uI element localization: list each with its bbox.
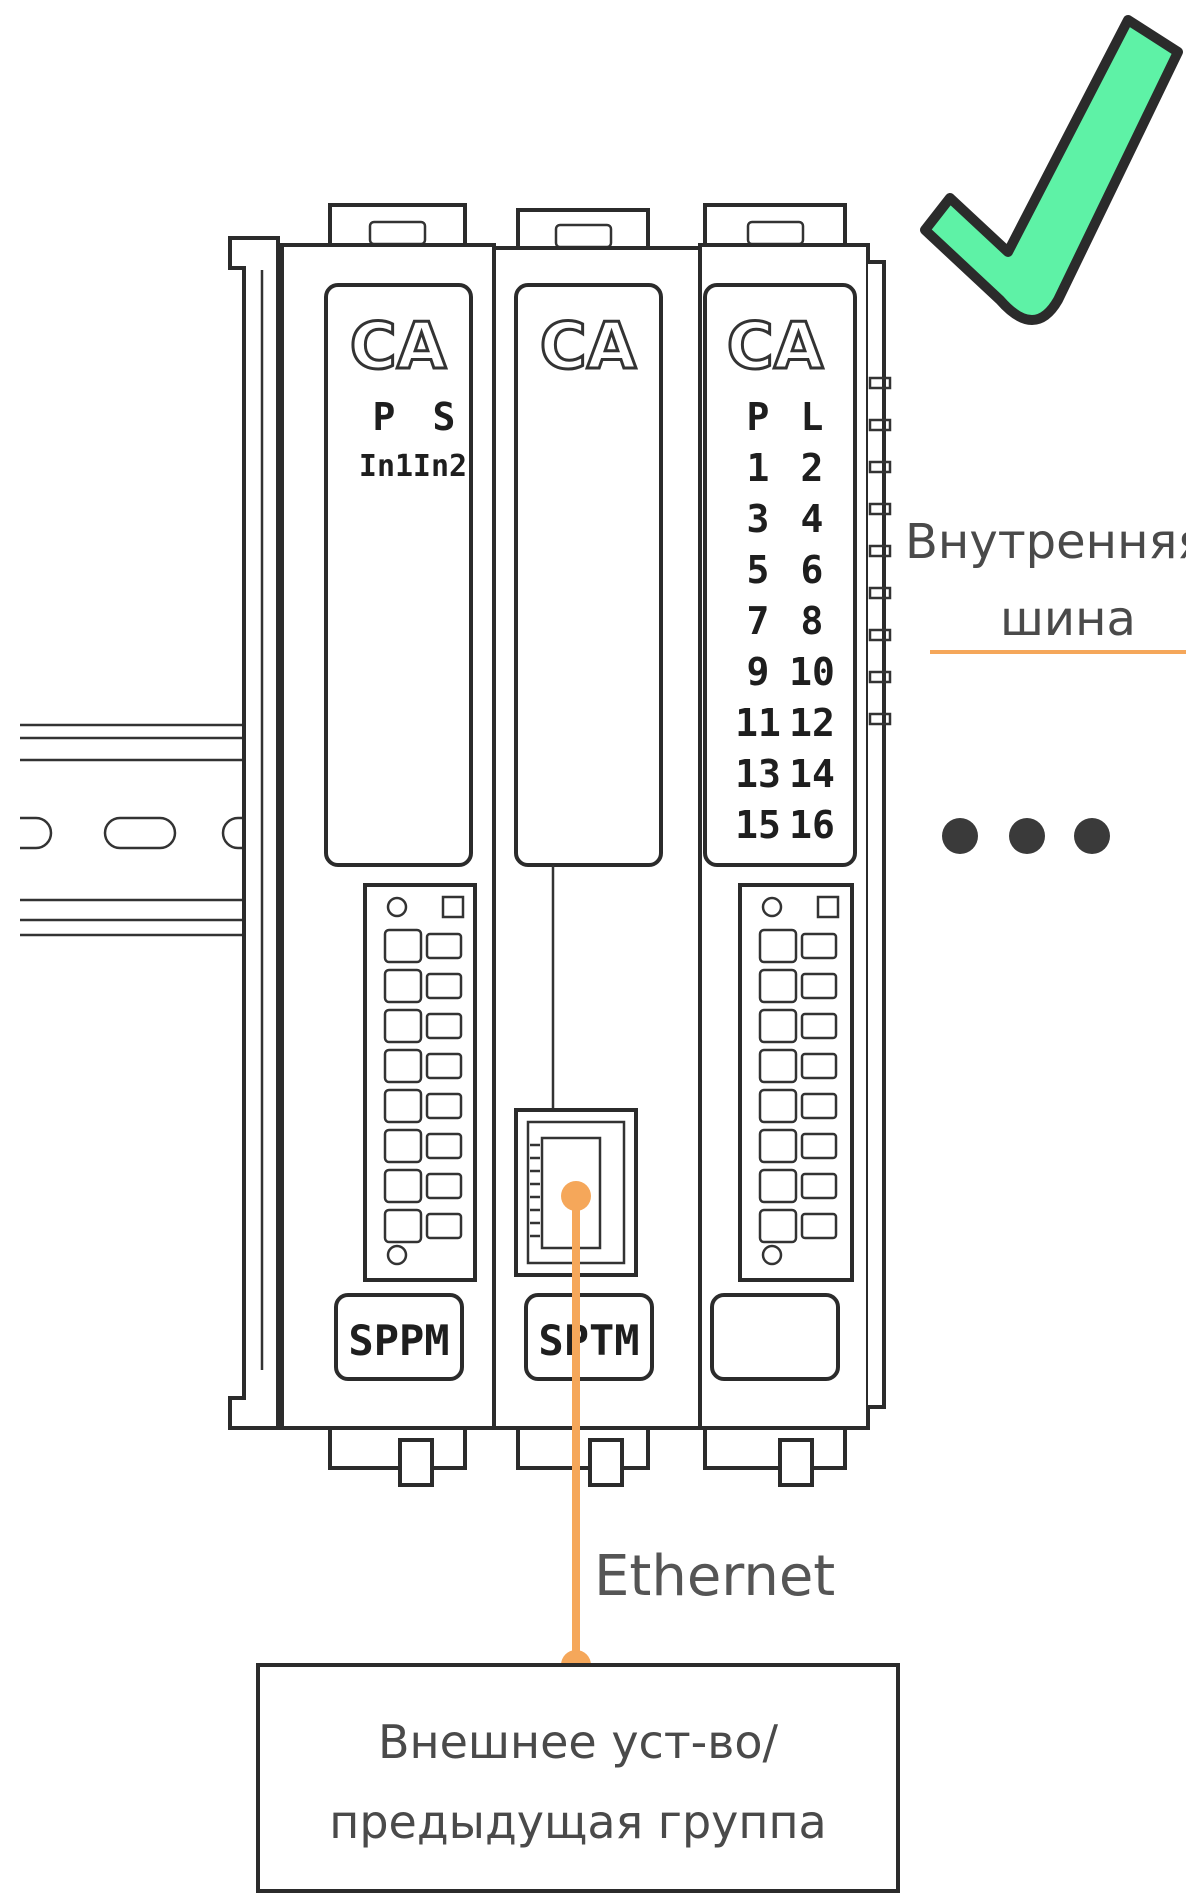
channel-label: In2 bbox=[413, 449, 467, 484]
brand-logo: CA bbox=[350, 310, 447, 384]
module-sppm: CA P S In1 In2 SPPM bbox=[282, 205, 494, 1485]
channel-label: 3 bbox=[747, 497, 770, 541]
internal-bus-label: шина bbox=[1000, 591, 1136, 647]
channel-label: 6 bbox=[801, 548, 824, 592]
channel-label: S bbox=[433, 395, 456, 439]
channel-label: 10 bbox=[789, 650, 835, 694]
channel-label: 12 bbox=[789, 701, 835, 745]
channel-label: L bbox=[801, 395, 824, 439]
channel-label: 11 bbox=[735, 701, 781, 745]
channel-label: 9 bbox=[747, 650, 770, 694]
channel-label: P bbox=[373, 395, 396, 439]
module-io: CA PL12345678910111213141516 bbox=[700, 205, 890, 1485]
end-clamp bbox=[230, 238, 278, 1428]
channel-label: 1 bbox=[747, 446, 770, 490]
brand-logo: CA bbox=[727, 310, 824, 384]
channel-label: 4 bbox=[801, 497, 824, 541]
external-device-label: предыдущая группа bbox=[329, 1795, 826, 1849]
channel-label: 16 bbox=[789, 803, 835, 847]
din-rail bbox=[20, 725, 258, 935]
ellipsis-icon bbox=[942, 818, 1110, 854]
module-badge: SPTM bbox=[538, 1316, 639, 1365]
channel-label: P bbox=[747, 395, 770, 439]
ethernet-label: Ethernet bbox=[594, 1544, 835, 1609]
channel-label: 5 bbox=[747, 548, 770, 592]
channel-label: 14 bbox=[789, 752, 835, 796]
channel-label: 13 bbox=[735, 752, 781, 796]
channel-label: 7 bbox=[747, 599, 770, 643]
external-device-label: Внешнее уст-во/ bbox=[378, 1715, 778, 1769]
channel-label: 2 bbox=[801, 446, 824, 490]
channel-label: 15 bbox=[735, 803, 781, 847]
module-sptm: CA SPTM bbox=[494, 210, 704, 1485]
module-badge: SPPM bbox=[348, 1316, 449, 1365]
channel-label: 8 bbox=[801, 599, 824, 643]
brand-logo: CA bbox=[540, 310, 637, 384]
check-mark-icon bbox=[925, 20, 1178, 320]
internal-bus-label: Внутренняя bbox=[905, 514, 1186, 570]
external-device-box bbox=[258, 1665, 898, 1891]
channel-label: In1 bbox=[359, 449, 413, 484]
